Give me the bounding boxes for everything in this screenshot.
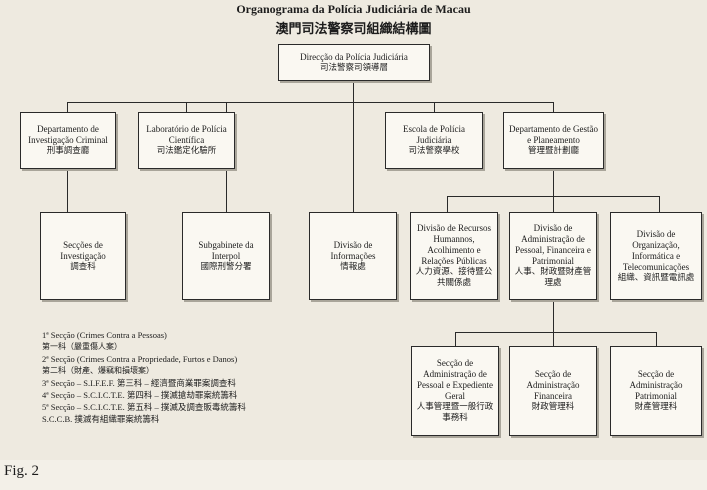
- connector: [553, 168, 554, 196]
- node-label-pt: Departamento de Investigação Criminal: [28, 124, 108, 145]
- connector: [67, 102, 68, 112]
- node-label-pt: Escola de Polícia Judiciária: [403, 124, 465, 145]
- node-label-zh: 司法警察司領導層: [319, 62, 388, 73]
- note-line: S.C.C.B. 撲滅有組織罪案統籌科: [42, 414, 160, 424]
- section-notes: 1ª Secção (Crimes Contra a Pessoas) 第一科（…: [42, 329, 372, 425]
- node-label-zh: 財政管理科: [531, 402, 575, 412]
- node-patrimonial: Secção de Administração Patrimonial 財產管理…: [610, 346, 702, 436]
- node-seccoes-investigacao: Secções de Investigação 調查科: [40, 212, 126, 300]
- connector: [553, 300, 554, 332]
- connector: [553, 102, 554, 112]
- node-label-pt: Subgabinete da Interpol: [198, 239, 254, 261]
- connector: [455, 332, 456, 346]
- node-gestao-planeamento: Departamento de Gestão e Planeamento 管理暨…: [503, 112, 604, 169]
- connector: [434, 102, 435, 112]
- node-label-zh: 人力資源、接待暨公共關係處: [415, 267, 493, 288]
- connector: [447, 196, 448, 212]
- note-line: 2ª Secção (Crimes Contra a Propriedade, …: [42, 354, 238, 364]
- node-label-zh: 財產管理科: [634, 402, 678, 412]
- node-laboratorio: Laboratório de Polícia Científica 司法鑑定化驗…: [138, 112, 235, 169]
- node-label-pt: Direcção da Polícia Judiciária: [300, 51, 408, 62]
- note-line: 5ª Secção – S.C.I.C.T.E. 第五科 – 撲滅及調查販毒統籌…: [42, 402, 246, 412]
- node-label-pt: Secção de Administração Financeira: [526, 369, 580, 401]
- connector: [67, 168, 68, 212]
- connector: [67, 102, 554, 103]
- node-administracao-pessoal: Divisão de Administração de Pessoal, Fin…: [509, 212, 597, 300]
- note-line: 4ª Secção – S.C.I.C.T.E. 第四科 – 撲滅搶劫罪案統籌科: [42, 390, 238, 400]
- node-label-zh: 人事管理暨一般行政事務科: [416, 402, 494, 423]
- connector: [553, 196, 554, 212]
- node-label-pt: Divisão de Administração de Pessoal, Fin…: [515, 223, 591, 266]
- chart-title-zh: 澳門司法警察司組織結構圖: [275, 22, 432, 37]
- node-label-pt: Divisão de Informações: [330, 239, 376, 261]
- node-investigacao-criminal: Departamento de Investigação Criminal 刑事…: [20, 112, 116, 169]
- node-label-pt: Secção de Administração de Pessoal e Exp…: [417, 358, 493, 401]
- node-label-zh: 人事、財政暨財產管理處: [514, 267, 592, 288]
- chart-title-pt: Organograma da Polícia Judiciária de Mac…: [236, 2, 471, 16]
- figure-label: Fig. 2: [4, 463, 40, 479]
- node-label-pt: Departamento de Gestão e Planeamento: [509, 124, 598, 145]
- connector: [659, 196, 660, 212]
- node-label-zh: 司法警察學校: [408, 146, 460, 156]
- node-organizacao-informatica: Divisão de Organização, Informática e Te…: [610, 212, 702, 300]
- node-escola: Escola de Polícia Judiciária 司法警察學校: [385, 112, 483, 169]
- node-label-zh: 司法鑑定化驗所: [156, 146, 217, 156]
- note-line: 3ª Secção – S.I.F.E.F. 第三科 – 經濟暨商業罪案調查科: [42, 378, 236, 388]
- node-label-zh: 國際刑警分署: [200, 261, 252, 272]
- node-label-zh: 管理暨計劃廳: [527, 146, 579, 156]
- connector: [455, 332, 657, 333]
- connector: [353, 80, 354, 102]
- node-recursos-humanos: Divisão de Recursos Humannos, Acolhiment…: [410, 212, 498, 300]
- node-label-pt: Divisão de Organização, Informática e Te…: [622, 228, 690, 272]
- node-label-pt: Divisão de Recursos Humannos, Acolhiment…: [417, 223, 491, 266]
- node-label-zh: 刑事調查廳: [46, 146, 90, 156]
- note-line: 1ª Secção (Crimes Contra a Pessoas): [42, 330, 167, 340]
- node-informacoes: Divisão de Informações 情報處: [309, 212, 397, 300]
- node-label-pt: Secções de Investigação: [60, 239, 106, 261]
- node-label-zh: 組織、資訊暨電訊處: [617, 272, 695, 283]
- node-label-zh: 情報處: [340, 261, 366, 272]
- node-label-zh: 調查科: [70, 261, 96, 272]
- node-direccao: Direcção da Polícia Judiciária 司法警察司領導層: [278, 44, 430, 81]
- org-chart-page: Organograma da Polícia Judiciária de Mac…: [20, 2, 702, 436]
- connector: [186, 102, 187, 112]
- connector: [656, 332, 657, 346]
- note-line: 第一科（嚴重傷人案）: [42, 342, 122, 351]
- node-interpol: Subgabinete da Interpol 國際刑警分署: [182, 212, 270, 300]
- connector: [353, 102, 354, 212]
- node-financeira: Secção de Administração Financeira 財政管理科: [509, 346, 597, 436]
- note-line: 第二科（財產、爆竊和損壞案）: [42, 366, 154, 375]
- connector: [553, 332, 554, 346]
- node-pessoal-expediente: Secção de Administração de Pessoal e Exp…: [411, 346, 499, 436]
- node-label-pt: Laboratório de Polícia Científica: [146, 124, 227, 145]
- node-label-pt: Secção de Administração Patrimonial: [629, 369, 683, 401]
